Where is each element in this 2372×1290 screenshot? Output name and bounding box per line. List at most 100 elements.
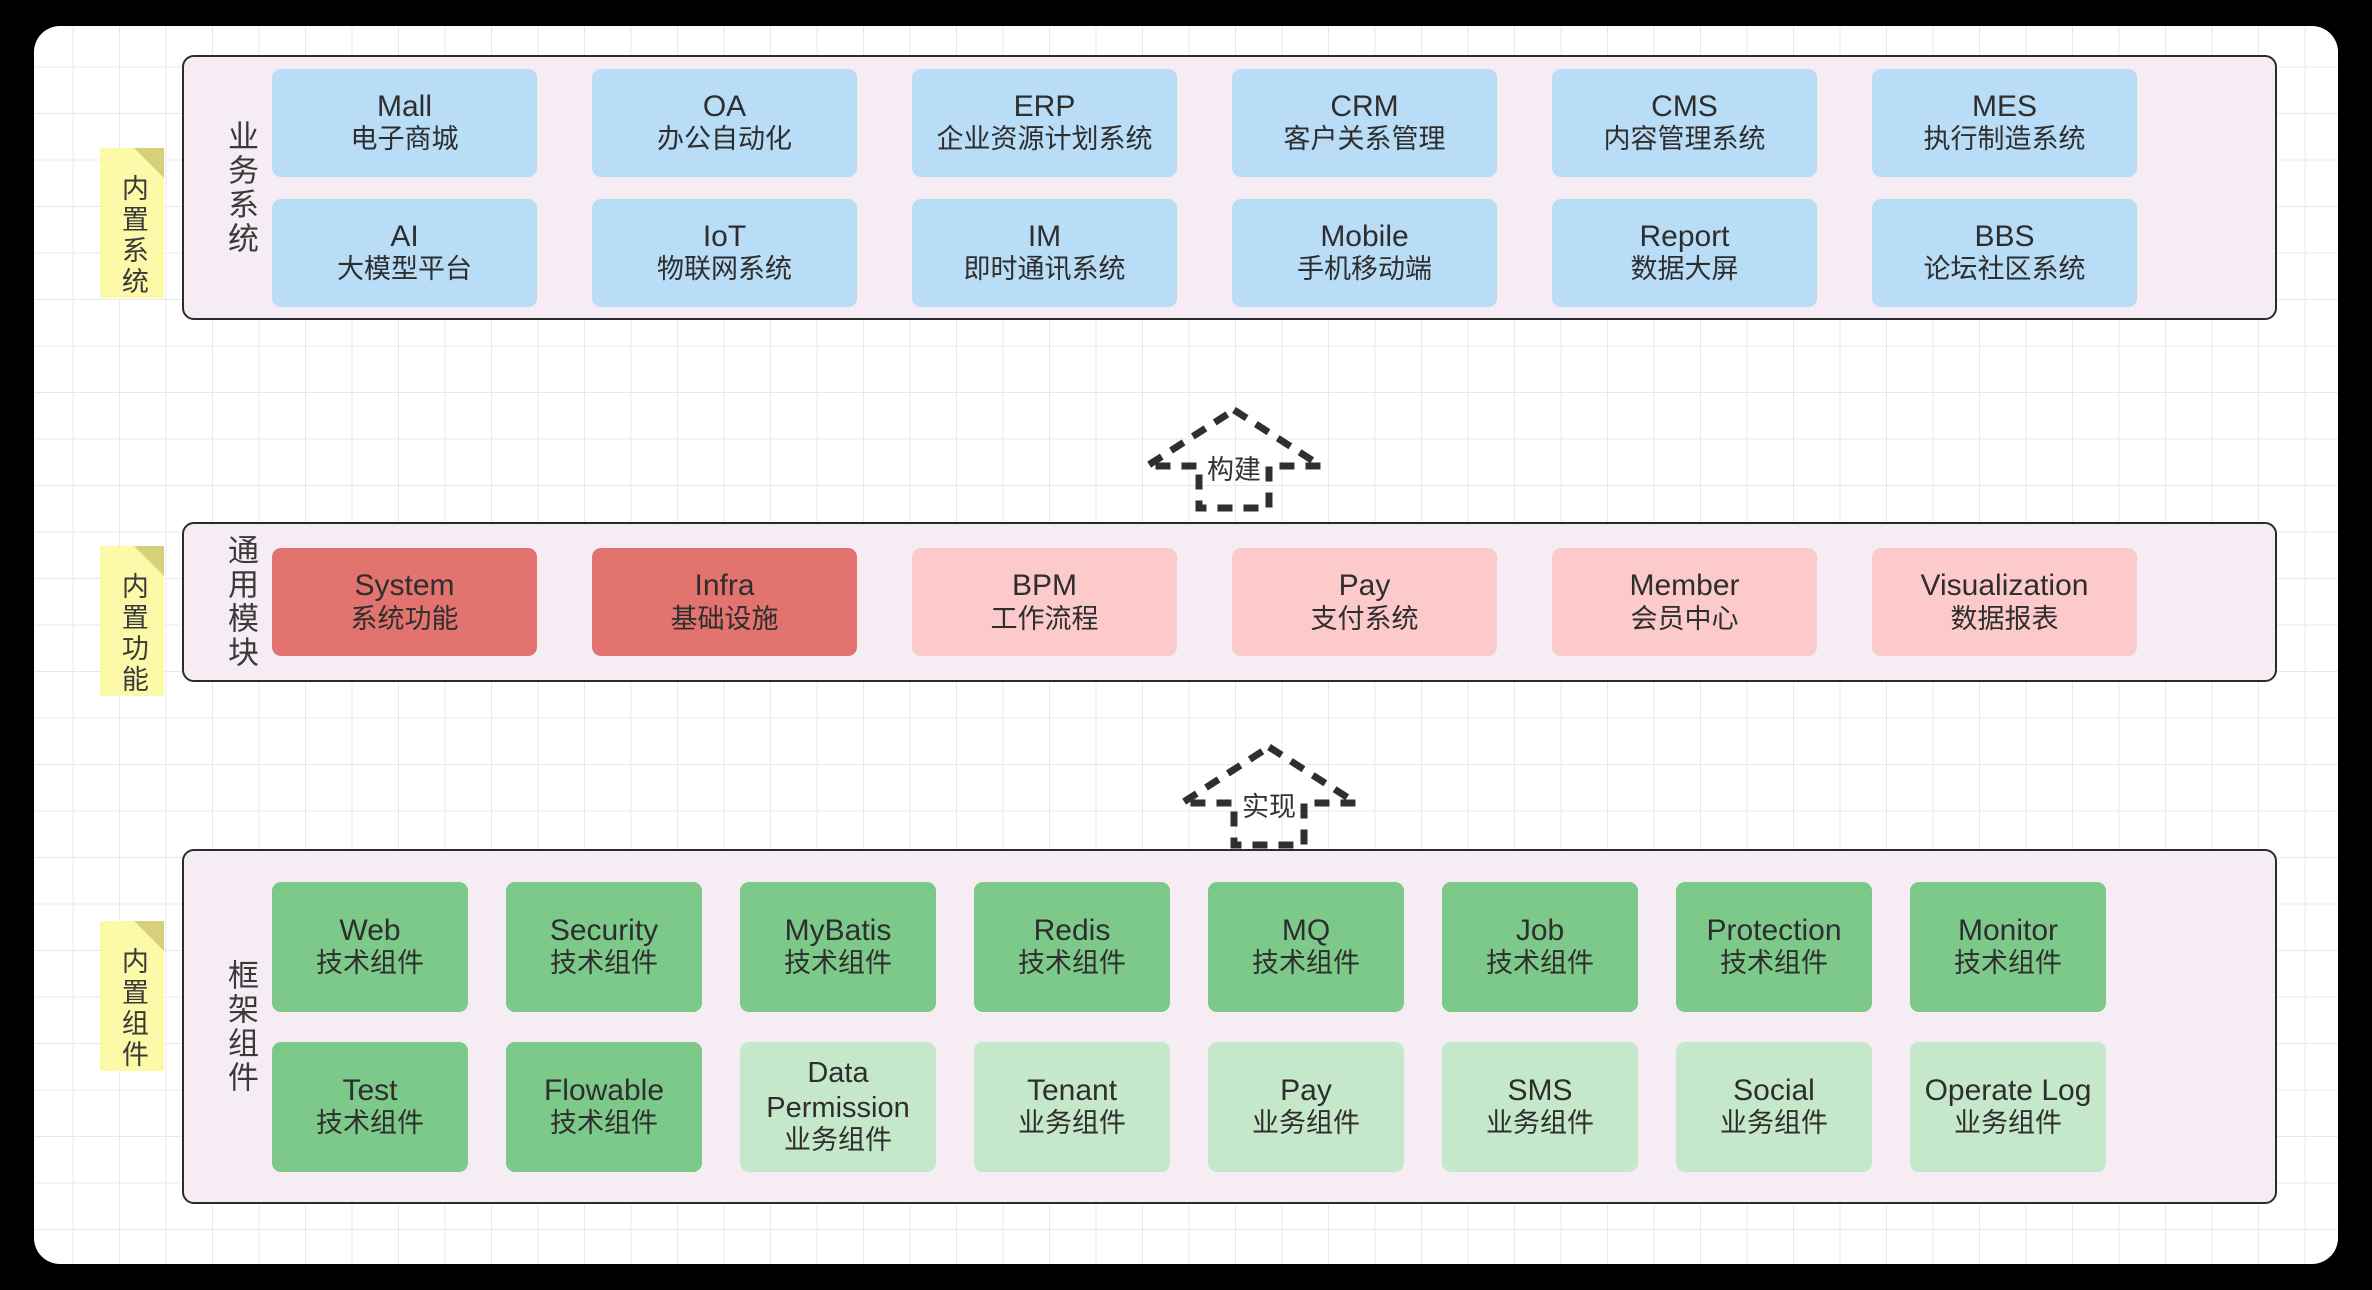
card-subtitle: 大模型平台 <box>337 254 472 285</box>
card-subtitle: 基础设施 <box>670 603 779 634</box>
card-subtitle: 企业资源计划系统 <box>936 124 1153 155</box>
card-subtitle: 执行制造系统 <box>1923 124 2086 155</box>
card-subtitle: 手机移动端 <box>1297 254 1432 285</box>
card-subtitle: 会员中心 <box>1630 603 1739 634</box>
card-title: MyBatis <box>784 913 892 947</box>
card-title: Job <box>1515 913 1565 947</box>
card-title: IM <box>1027 219 1062 253</box>
card-subtitle: 论坛社区系统 <box>1923 254 2086 285</box>
card-subtitle: 技术组件 <box>316 948 424 979</box>
card-title: Mobile <box>1320 219 1409 253</box>
card-subtitle: 业务组件 <box>1486 1108 1594 1139</box>
card-title: Report <box>1639 219 1730 253</box>
card-title: Monitor <box>1957 913 2059 947</box>
card-title: Member <box>1629 569 1740 603</box>
card-title: Tenant <box>1026 1073 1118 1107</box>
sticky-note-1: 内置系统 <box>100 148 164 298</box>
card-subtitle: 数据报表 <box>1950 603 2059 634</box>
card-subtitle: 数据大屏 <box>1630 254 1739 285</box>
card-subtitle: 技术组件 <box>1486 948 1594 979</box>
card-subtitle: 即时通讯系统 <box>963 254 1126 285</box>
sticky-fold-corner-icon <box>134 546 164 576</box>
card-subtitle: 技术组件 <box>550 1108 658 1139</box>
card-title: ERP <box>1013 89 1076 123</box>
card-subtitle: 业务组件 <box>1018 1108 1126 1139</box>
card-subtitle: 技术组件 <box>316 1108 424 1139</box>
card-subtitle: 客户关系管理 <box>1283 124 1446 155</box>
card-title: OA <box>702 89 747 123</box>
card-title: CMS <box>1651 89 1718 123</box>
card-subtitle: 业务组件 <box>1954 1108 2062 1139</box>
card-title: Pay <box>1338 569 1391 603</box>
section-label-3: 框架组件 <box>223 958 258 1095</box>
card-subtitle: 业务组件 <box>784 1124 892 1155</box>
card-title: Flowable <box>543 1073 665 1107</box>
card-subtitle: 内容管理系统 <box>1603 124 1766 155</box>
section-label-2: 通用模块 <box>223 534 258 670</box>
card-title: BPM <box>1011 569 1077 603</box>
card-title: System <box>354 569 455 603</box>
card-subtitle: 技术组件 <box>784 948 892 979</box>
card-title: IoT <box>702 219 747 253</box>
card-title: Security <box>549 913 659 947</box>
card-subtitle: 支付系统 <box>1310 603 1419 634</box>
card-title: BBS <box>1974 219 2035 253</box>
card-title: Web <box>339 913 401 947</box>
connector-label: 构建 <box>1207 455 1261 485</box>
card-title: Infra <box>694 569 755 603</box>
card-subtitle: 技术组件 <box>1252 948 1360 979</box>
card-subtitle: 物联网系统 <box>657 254 792 285</box>
card-title: MES <box>1971 89 2037 123</box>
card-subtitle: 技术组件 <box>1720 948 1828 979</box>
card-title: Protection <box>1706 913 1842 947</box>
card-subtitle: 办公自动化 <box>657 124 792 155</box>
card-subtitle: 技术组件 <box>550 948 658 979</box>
sticky-note-label: 内置组件 <box>117 947 148 1071</box>
card-title: CRM <box>1330 89 1399 123</box>
card-subtitle: 业务组件 <box>1252 1108 1360 1139</box>
card-title: Test <box>342 1073 398 1107</box>
card-title: Pay <box>1280 1073 1332 1107</box>
